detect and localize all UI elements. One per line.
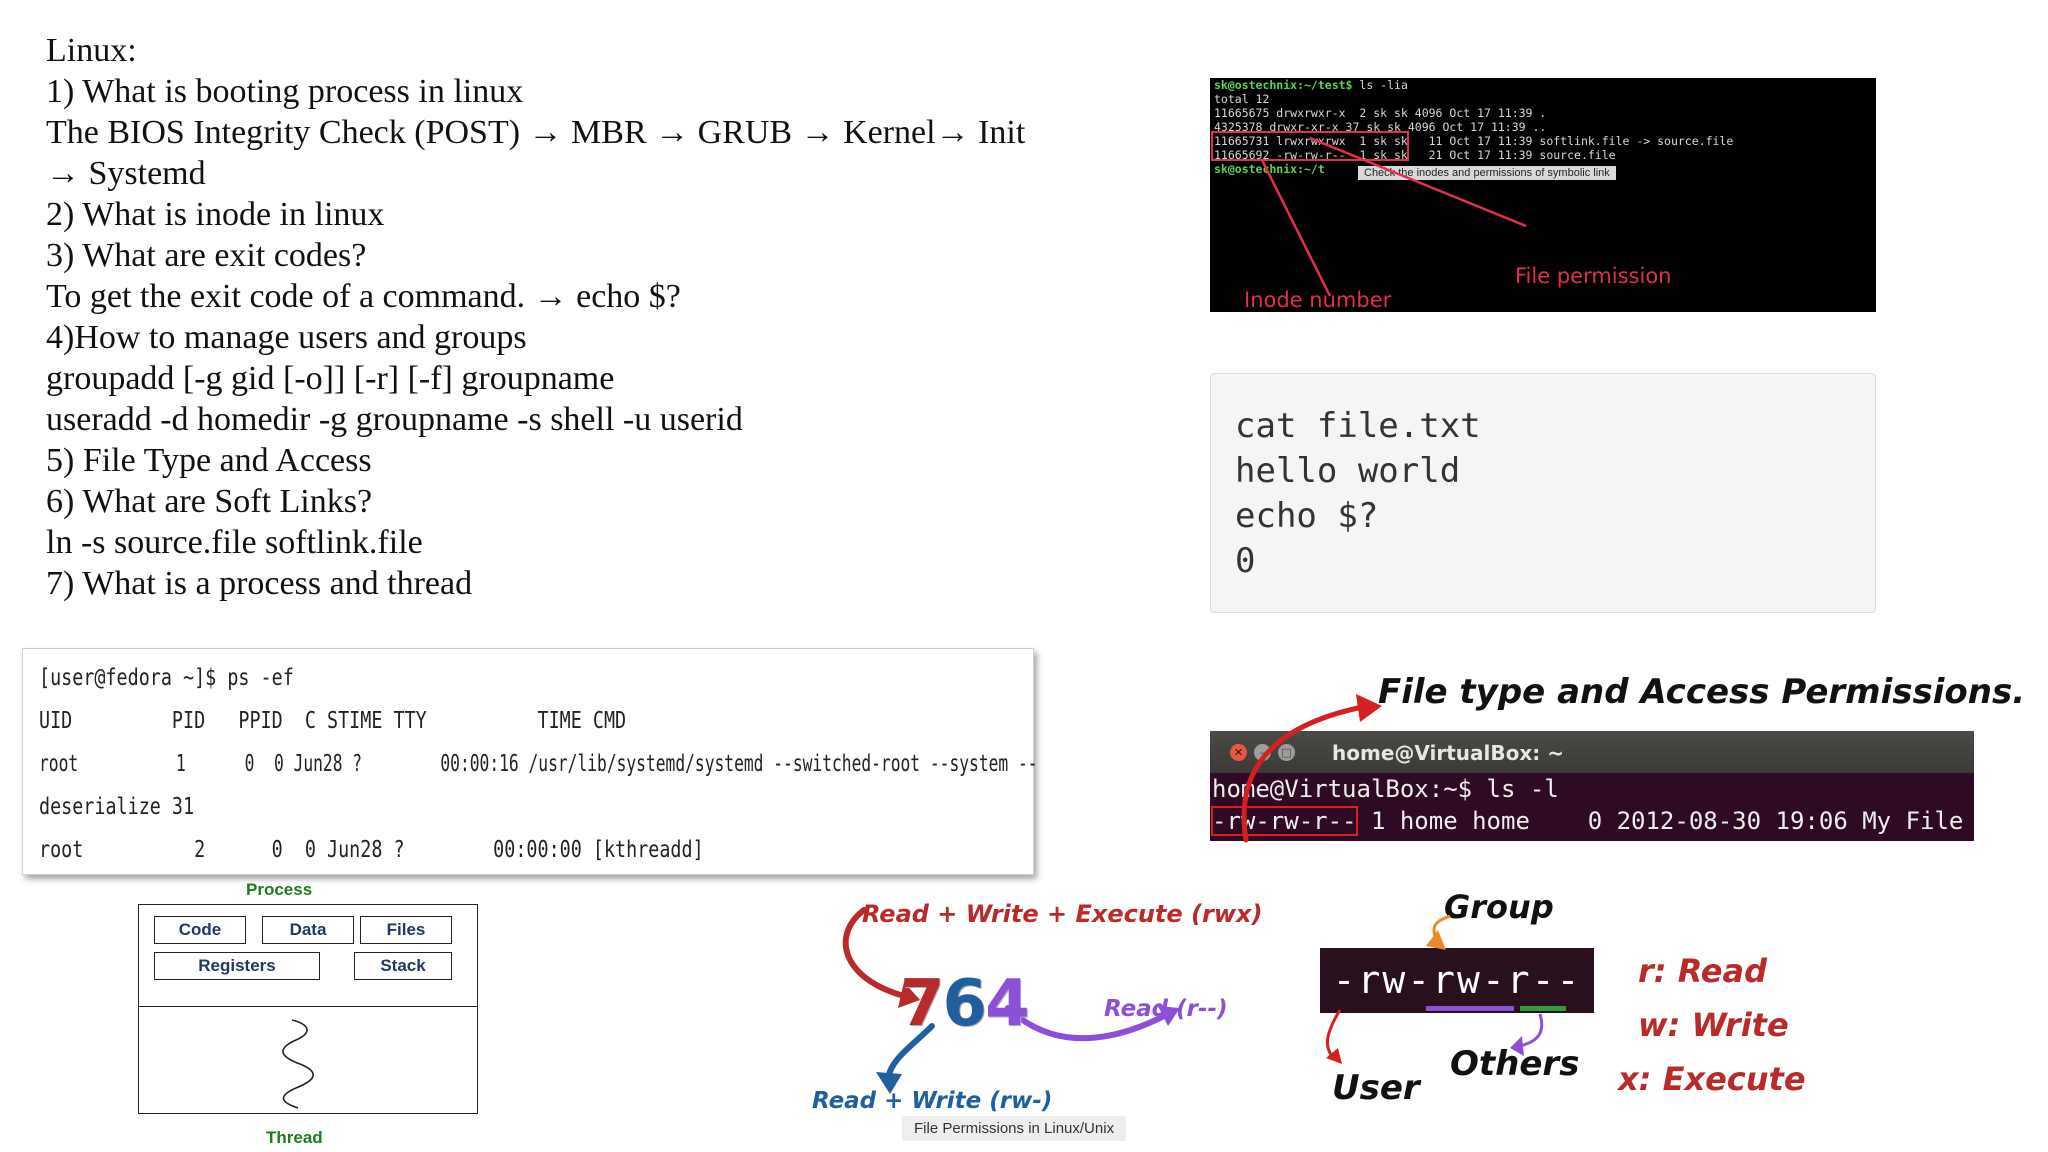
group-label: Group [1444, 888, 1554, 926]
maximize-icon[interactable]: □ [1278, 744, 1295, 761]
file-type-arrow [1241, 694, 1382, 843]
code-box: Code [154, 916, 246, 944]
code-line: 0 [1235, 541, 1256, 581]
process-divider [138, 1006, 478, 1007]
notes-line: ln -s source.file softlink.file [46, 524, 423, 561]
close-icon[interactable]: ✕ [1230, 744, 1247, 761]
permission-digit-owner: 7 [900, 967, 945, 1041]
user-label: User [1332, 1068, 1420, 1108]
image-caption: File Permissions in Linux/Unix [902, 1116, 1127, 1141]
ps-line: UID PID PPID C STIME TTY TIME CMD [39, 708, 627, 734]
others-label: Others [1450, 1044, 1580, 1084]
code-line: echo $? [1235, 496, 1379, 536]
file-type-title: File type and Access Permissions. [1378, 672, 2026, 712]
terminal-line: total 12 [1214, 92, 1270, 106]
terminal-prompt-line: home@VirtualBox:~$ ls -l [1212, 775, 1559, 803]
ps-line: [user@fedora ~]$ ps -ef [39, 665, 294, 691]
permission-764-arrows [842, 907, 1180, 1094]
execute-legend: x: Execute [1618, 1060, 1806, 1098]
permission-digit-group: 6 [942, 967, 988, 1041]
listing-details: 1 home home 0 2012-08-30 19:06 My File [1356, 807, 1964, 835]
write-legend: w: Write [1638, 1006, 1789, 1044]
notes-line: Linux: [46, 32, 137, 69]
file-permission-label: File permission [1515, 264, 1672, 288]
thread-label: Thread [266, 1128, 323, 1147]
notes-line: 3) What are exit codes? [46, 237, 367, 274]
terminal-line: 11665731 lrwxrwxrwx 1 sk sk 11 Oct 17 11… [1214, 134, 1734, 148]
permission-number: 764 [900, 967, 1030, 1041]
notes-line: groupadd [-g gid [-o]] [-r] [-f] groupna… [46, 360, 615, 397]
read-legend: r: Read [1638, 952, 1767, 990]
notes-line: 5) File Type and Access [46, 442, 372, 479]
process-outline [138, 904, 478, 1114]
files-box: Files [360, 916, 452, 944]
terminal-line: 11665675 drwxrwxr-x 2 sk sk 4096 Oct 17 … [1214, 106, 1547, 120]
owner-permission-label: Read + Write + Execute (rwx) [862, 900, 1263, 928]
process-title: Process [246, 880, 313, 899]
virtualbox-terminal: ✕ – □ home@VirtualBox: ~ home@VirtualBox… [1210, 731, 1974, 841]
permission-digit-others: 4 [985, 967, 1030, 1041]
process-diagram: Process Code Data Files Registers Stack … [120, 880, 500, 1150]
terminal-prompt: sk@ostechnix:~/t [1214, 162, 1325, 176]
code-line: cat file.txt [1235, 406, 1481, 446]
terminal-prompt: sk@ostechnix:~/test$ [1214, 78, 1353, 92]
window-titlebar: ✕ – □ home@VirtualBox: ~ [1210, 731, 1974, 773]
data-box: Data [262, 916, 354, 944]
terminal-line: 11665692 -rw-rw-r-- 1 sk sk 21 Oct 17 11… [1214, 148, 1616, 162]
ps-line: deserialize 31 [39, 794, 195, 820]
code-block: cat file.txt hello world echo $? 0 [1210, 373, 1876, 613]
notes-line: → Systemd [46, 155, 206, 192]
notes-text: Linux: 1) What is booting process in lin… [46, 30, 1166, 604]
stack-box: Stack [354, 952, 452, 980]
tooltip: Check the inodes and permissions of symb… [1358, 166, 1616, 180]
terminal-line: sk@ostechnix:~/test$ ls -lia [1214, 78, 1408, 92]
terminal-line: 4325378 drwxr-xr-x 37 sk sk 4096 Oct 17 … [1214, 120, 1547, 134]
terminal-body: home@VirtualBox:~$ ls -l -rw-rw-r-- 1 ho… [1210, 773, 1974, 841]
notes-line: 1) What is booting process in linux [46, 73, 524, 110]
notes-line: The BIOS Integrity Check (POST) → MBR → … [46, 114, 1026, 151]
permission-highlight: -rw-rw-r-- [1211, 806, 1358, 836]
notes-line: 4)How to manage users and groups [46, 319, 527, 356]
ps-line: root 2 0 0 Jun28 ? 00:00:00 [kthreadd] [39, 837, 704, 863]
group-permission-label: Read + Write (rw-) [812, 1088, 1053, 1114]
thread-squiggle-icon [282, 1019, 314, 1109]
inode-number-label: Inode number [1244, 288, 1392, 312]
annotation-arrows [1211, 131, 1527, 297]
rw-legend-arrows [1326, 914, 1566, 1064]
registers-box: Registers [154, 952, 320, 980]
terminal-command: ls -lia [1352, 78, 1408, 92]
notes-line: useradd -d homedir -g groupname -s shell… [46, 401, 743, 438]
inode-terminal: sk@ostechnix:~/test$ ls -lia total 12 11… [1210, 78, 1876, 312]
notes-line: 2) What is inode in linux [46, 196, 385, 233]
notes-line: 7) What is a process and thread [46, 565, 473, 602]
terminal-listing-line: -rw-rw-r-- 1 home home 0 2012-08-30 19:0… [1211, 806, 1964, 836]
window-title: home@VirtualBox: ~ [1332, 741, 1564, 765]
notes-line: To get the exit code of a command. → ech… [46, 278, 681, 315]
ps-line: root 1 0 0 Jun28 ? 00:00:16 /usr/lib/sys… [39, 751, 1038, 777]
code-line: hello world [1235, 451, 1461, 491]
others-permission-label: Read (r--) [1104, 996, 1228, 1022]
ps-output-box: [user@fedora ~]$ ps -ef UID PID PPID C S… [22, 648, 1038, 875]
permission-string: -rw-rw-r-- [1320, 948, 1594, 1013]
notes-line: 6) What are Soft Links? [46, 483, 373, 520]
